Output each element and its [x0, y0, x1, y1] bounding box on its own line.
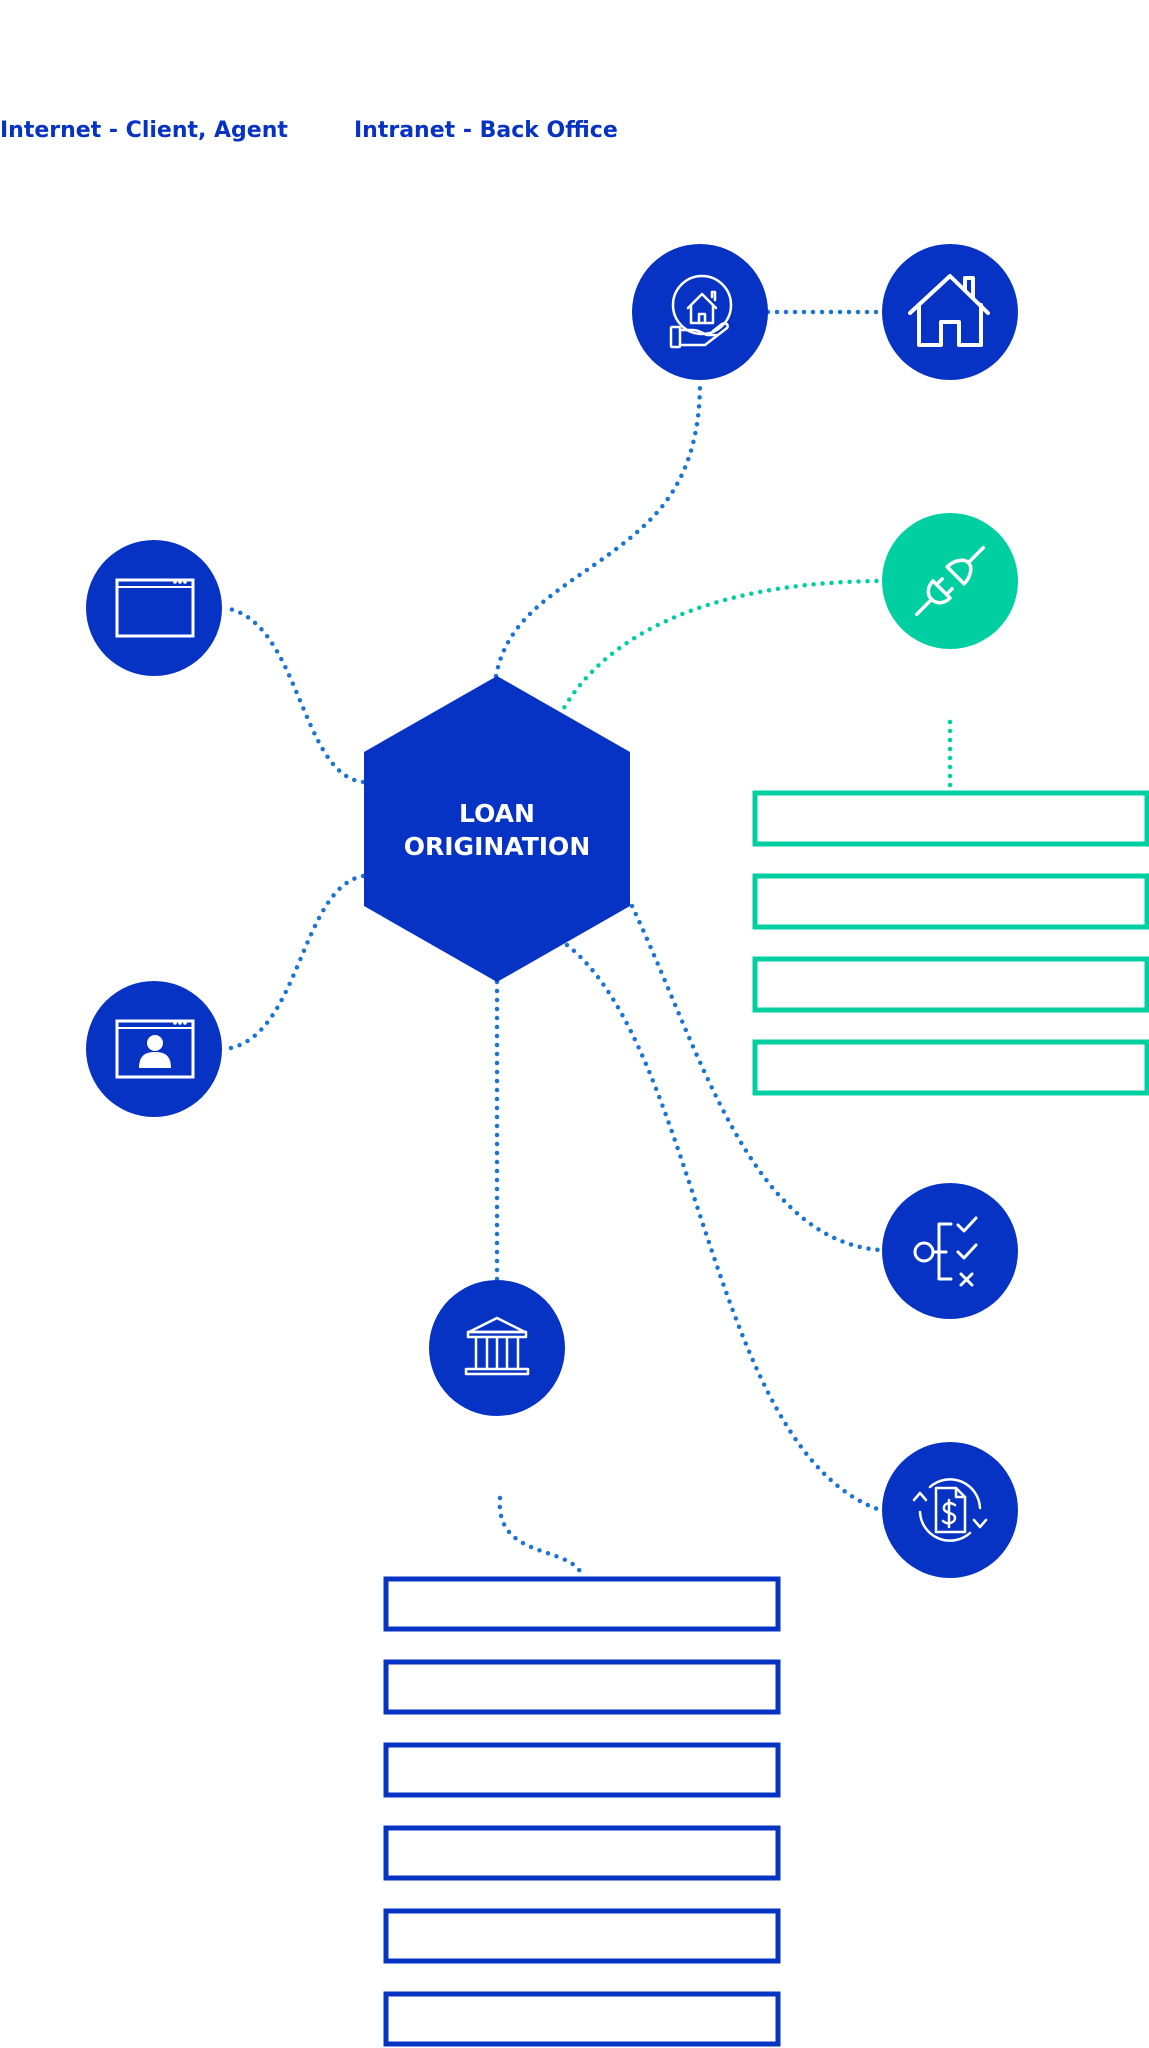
bank-list-item [383, 1825, 781, 1881]
hand-holding-house-icon [669, 274, 733, 349]
connector-bank-list [497, 1495, 585, 1578]
legend-intranet: Intranet - Back Office [354, 118, 618, 143]
bank-list-item [383, 1908, 781, 1964]
loan-origination-hub: LOAN ORIGINATION [364, 676, 630, 982]
bank-building-icon [464, 1316, 530, 1376]
connector-hub-decisioning [629, 903, 883, 1253]
integration-list [752, 790, 1149, 1096]
browser-window-icon [115, 578, 195, 638]
connector-hub-user-portal [222, 873, 366, 1052]
integration-node [882, 513, 1018, 649]
bank-list-item [383, 1991, 781, 2047]
web-portal-node [86, 540, 222, 676]
property-loan-node [632, 244, 768, 380]
house-icon [908, 274, 990, 347]
document-dollar-cycle-icon [912, 1478, 988, 1542]
integration-list-item [752, 873, 1149, 930]
connector-hub-payment-cycle [564, 942, 883, 1513]
connector-hub-property-loan [493, 379, 703, 679]
checklist-decision-icon [913, 1216, 978, 1287]
hub-label-line1: LOAN [459, 799, 535, 828]
connector-hub-web-portal [222, 605, 366, 785]
user-portal-node [86, 981, 222, 1117]
integration-list-item [752, 956, 1149, 1013]
integration-list-item [752, 790, 1149, 847]
plug-icon [915, 546, 985, 616]
bank-list-item [383, 1659, 781, 1715]
bank-node [429, 1280, 565, 1416]
user-profile-window-icon [115, 1019, 195, 1079]
connector-hub-integration [557, 578, 885, 718]
property-node [882, 244, 1018, 380]
bank-list-item [383, 1742, 781, 1798]
payment-cycle-node [882, 1442, 1018, 1578]
bank-list [383, 1576, 781, 2047]
legend-internet: Internet - Client, Agent [0, 118, 288, 143]
hub-label-line2: ORIGINATION [404, 832, 591, 861]
bank-list-item [383, 1576, 781, 1632]
decisioning-node [882, 1183, 1018, 1319]
integration-list-item [752, 1039, 1149, 1096]
